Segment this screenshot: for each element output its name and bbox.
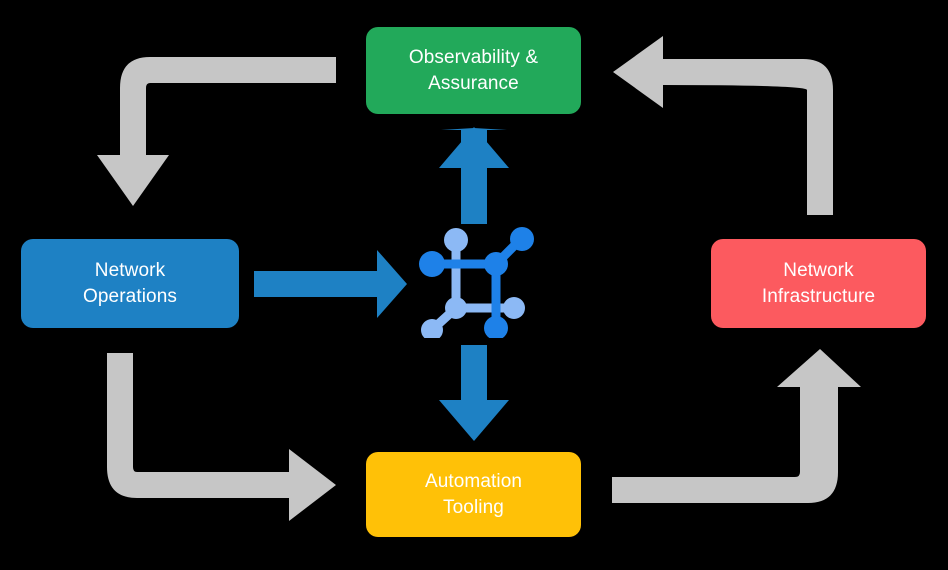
- connector-operations-to-center: [254, 250, 407, 318]
- node-label: Observability &Assurance: [408, 47, 539, 94]
- connector-infrastructure-to-observability: [613, 36, 833, 215]
- connector-center-to-automation: [439, 345, 509, 441]
- connector-operations-to-automation: [107, 353, 336, 521]
- node-observability-assurance[interactable]: Observability &Assurance: [366, 27, 581, 114]
- connector-center-to-observability: [439, 127, 509, 224]
- network-graph-icon: [419, 227, 534, 338]
- connector-observability-to-operations: [97, 57, 336, 206]
- connector-automation-to-infrastructure: [612, 349, 861, 503]
